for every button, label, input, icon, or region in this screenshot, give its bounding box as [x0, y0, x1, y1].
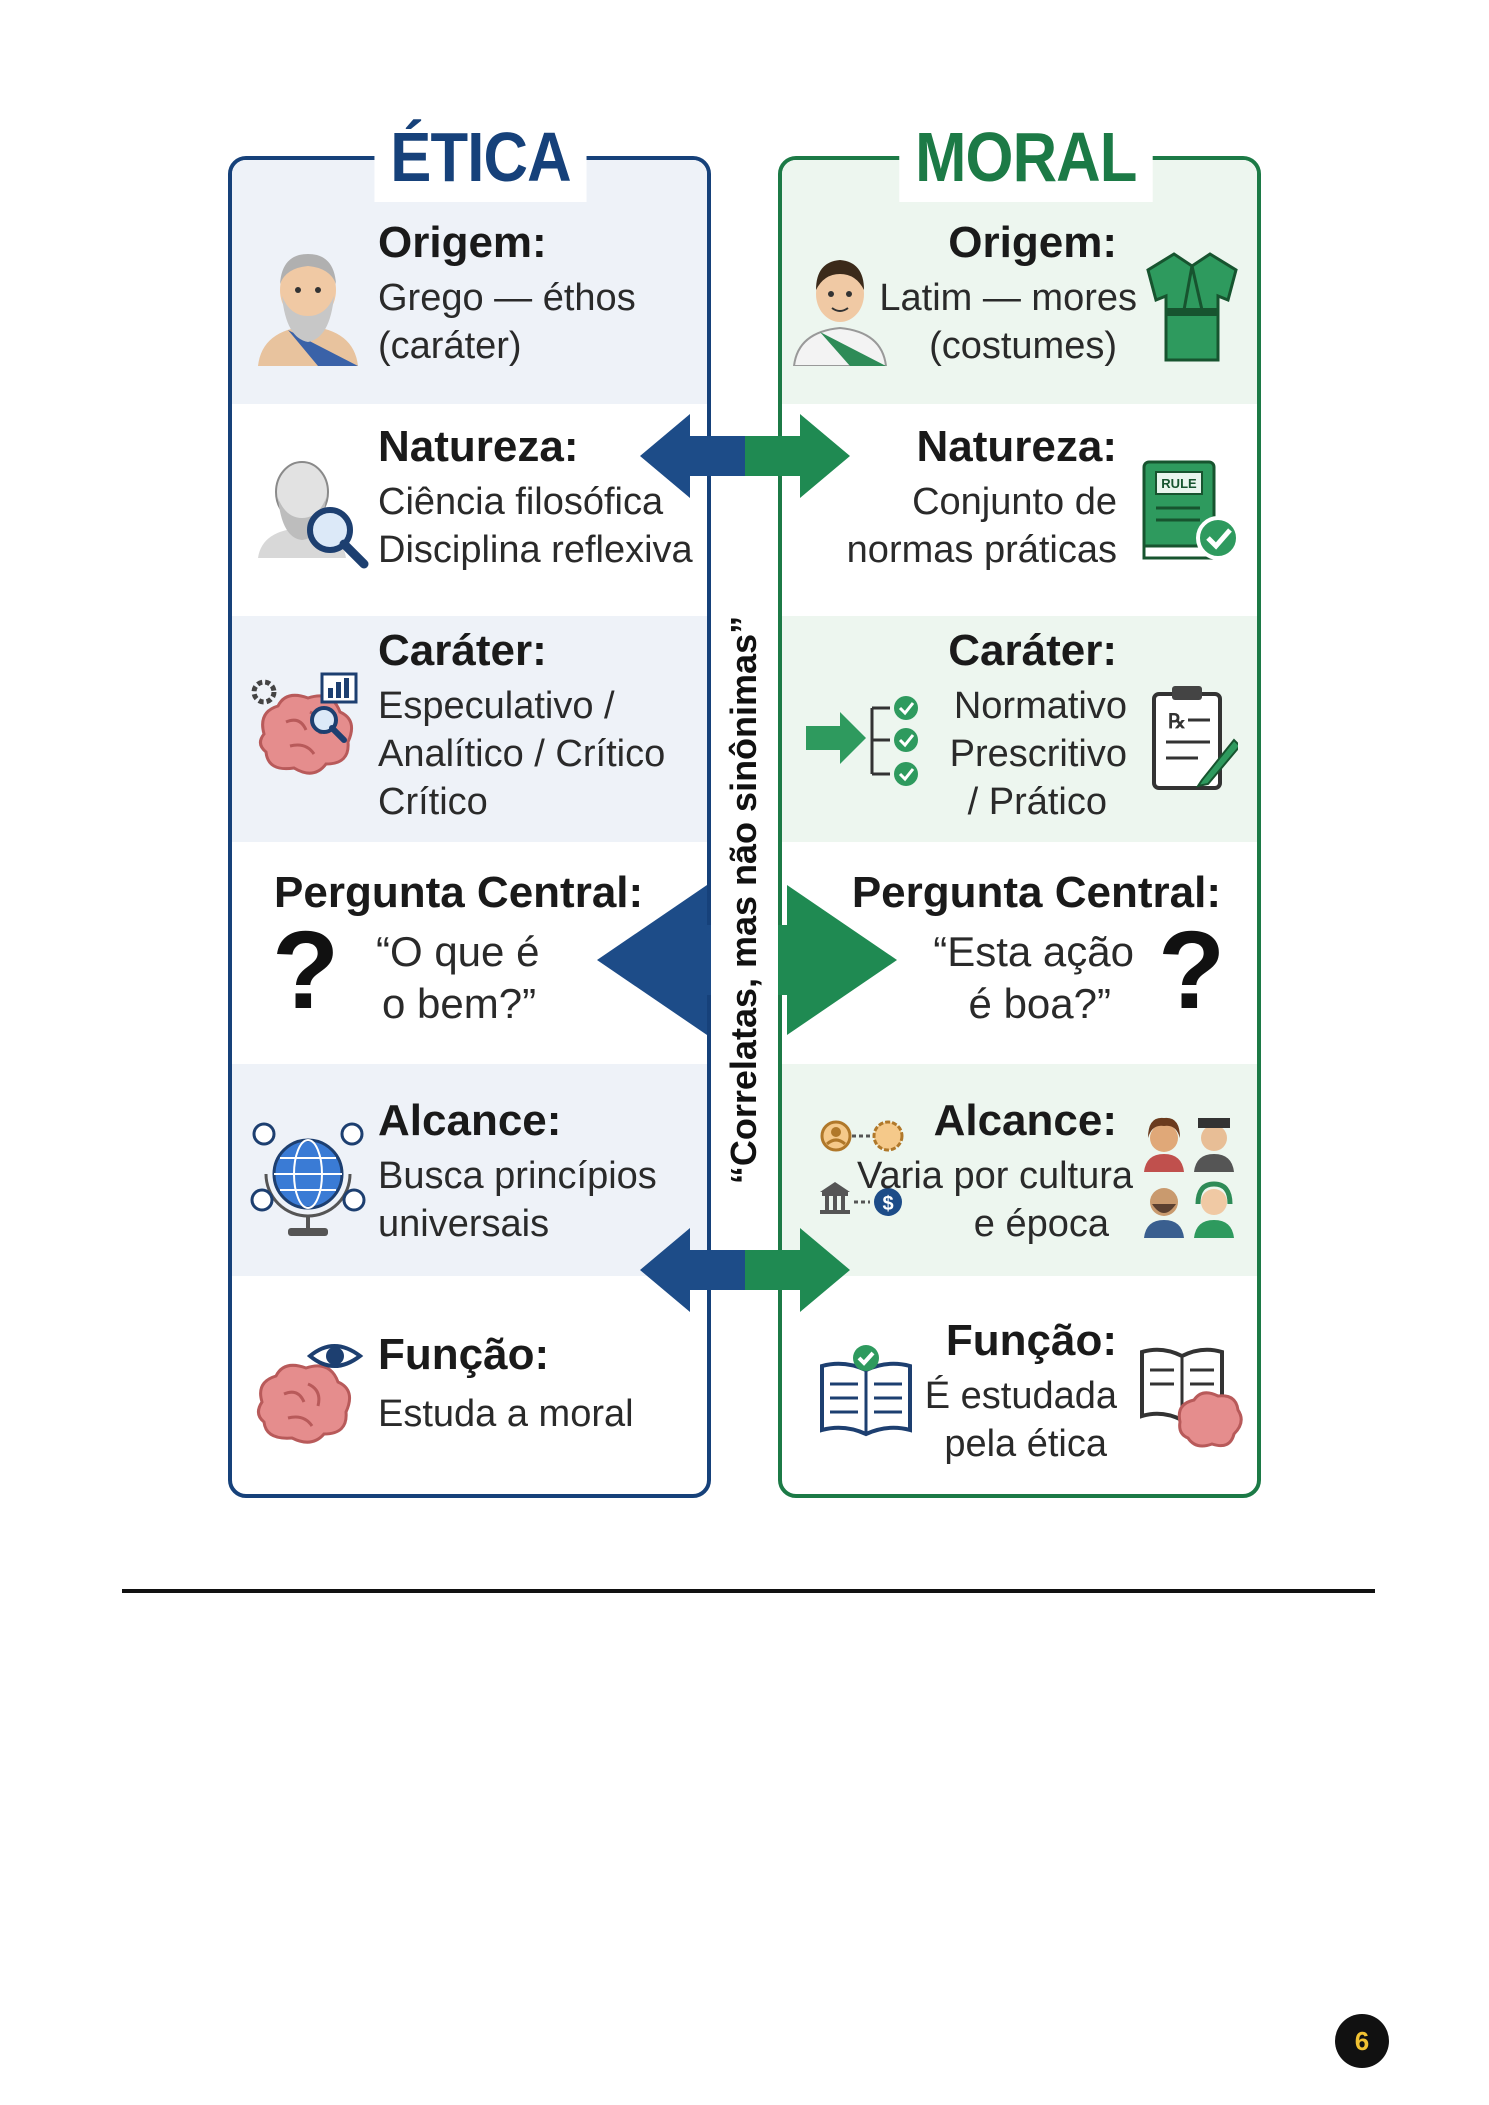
moral-pergunta-line2: é boa?”: [968, 980, 1111, 1027]
etica-carater-line2: Analítico / Crítico: [378, 733, 666, 775]
separator-line: [122, 1589, 1375, 1593]
etica-title: ÉTICA: [374, 112, 587, 202]
culture-network-icon: $: [820, 1120, 904, 1216]
book-brain-icon: [1140, 1347, 1243, 1448]
etica-natureza-line2: Disciplina reflexiva: [378, 529, 693, 571]
moral-natureza-line1: Conjunto de: [912, 481, 1117, 523]
moral-carater-line1: Normativo: [953, 685, 1127, 727]
moral-natureza-heading: Natureza:: [916, 422, 1118, 471]
moral-carater-line2: Prescritivo: [949, 733, 1127, 775]
etica-funcao-line1: Estuda a moral: [378, 1393, 634, 1435]
moral-alcance-line2: e época: [973, 1203, 1109, 1245]
clipboard-prescription-icon: ℞: [1152, 686, 1238, 790]
moral-origem-heading: Origem:: [948, 218, 1117, 267]
flow-checklist-icon: [806, 696, 918, 786]
brain-gears-icon: [251, 672, 358, 775]
etica-carater-heading: Caráter:: [378, 626, 547, 675]
double-arrow-icon: [640, 1228, 850, 1312]
moral-carater-heading: Caráter:: [948, 626, 1117, 675]
roman-citizen-icon: [792, 260, 888, 366]
etica-natureza-heading: Natureza:: [378, 422, 579, 471]
question-mark-icon: ?: [272, 909, 340, 1032]
moral-natureza-line2: normas práticas: [846, 529, 1117, 571]
moral-carater-line3: / Prático: [967, 781, 1107, 823]
center-label: “Correlatas, mas não sinônimas”: [723, 615, 764, 1185]
moral-funcao-heading: Função:: [945, 1316, 1117, 1365]
etica-origem-heading: Origem:: [378, 218, 547, 267]
globe-values-icon: [250, 1122, 366, 1236]
moral-origem-line1: Latim — mores: [879, 277, 1137, 319]
page-number-badge: 6: [1335, 2014, 1389, 2068]
moral-alcance-line1: Varia por cultura: [857, 1155, 1133, 1197]
moral-alcance-heading: Alcance:: [933, 1096, 1117, 1145]
bust-magnifier-icon: [258, 461, 369, 569]
svg-text:℞: ℞: [1168, 711, 1186, 733]
philosopher-bust-icon: [258, 254, 358, 366]
etica-origem-line1: Grego — éthos: [378, 277, 636, 319]
svg-text:$: $: [882, 1193, 893, 1215]
moral-pergunta-heading: Pergunta Central:: [851, 868, 1221, 917]
people-group-icon: [1144, 1117, 1234, 1238]
rule-label: RULE: [1161, 476, 1197, 491]
toga-icon: [1146, 252, 1238, 362]
etica-natureza-line1: Ciência filosófica: [378, 481, 664, 523]
etica-carater-line3: Crítico: [378, 781, 488, 823]
etica-funcao-heading: Função:: [378, 1330, 550, 1379]
moral-origem-line2: (costumes): [929, 325, 1117, 367]
double-arrow-icon: [640, 414, 850, 498]
moral-funcao-line2: pela ética: [944, 1423, 1107, 1465]
moral-pergunta-line1: “Esta ação: [933, 928, 1134, 975]
center-strip: [711, 570, 778, 1230]
etica-alcance-line1: Busca princípios: [378, 1155, 657, 1197]
etica-alcance-line2: universais: [378, 1203, 550, 1245]
brain-eye-icon: [257, 1344, 364, 1444]
moral-funcao-line1: É estudada: [924, 1375, 1117, 1417]
etica-pergunta-line2: o bem?”: [382, 980, 537, 1027]
etica-alcance-heading: Alcance:: [378, 1096, 562, 1145]
question-mark-icon: ?: [1158, 909, 1226, 1032]
etica-pergunta-heading: Pergunta Central:: [274, 868, 644, 917]
etica-carater-line1: Especulativo /: [378, 685, 615, 727]
moral-title: MORAL: [899, 112, 1153, 202]
open-book-check-icon: [820, 1345, 912, 1437]
rule-book-icon: RULE: [1142, 460, 1240, 560]
etica-pergunta-line1: “O que é: [376, 928, 540, 975]
etica-origem-line2: (caráter): [378, 325, 522, 367]
